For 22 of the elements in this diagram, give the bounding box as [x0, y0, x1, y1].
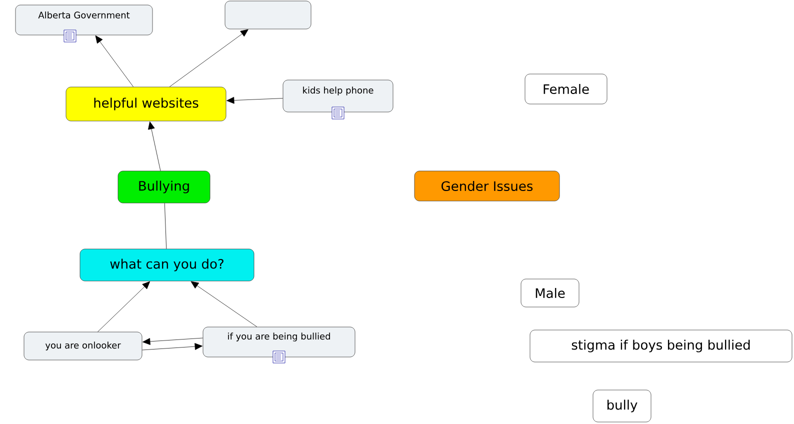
empty-box — [224, 0, 312, 30]
concept-box: if you are being bullied — [202, 326, 356, 358]
concept-box: what can you do? — [80, 248, 254, 282]
arrow — [142, 338, 203, 345]
concept-box: stigma if boys being bullied — [530, 330, 792, 362]
concept-box: Male — [520, 278, 580, 308]
concept-box: Bullying — [118, 170, 210, 204]
arrow — [226, 96, 283, 104]
concept-box: Alberta Government — [15, 4, 153, 36]
concept-box: helpful websites — [66, 86, 226, 122]
arrow — [98, 281, 150, 332]
concept-box: you are onlooker — [24, 332, 142, 360]
concept-box: kids help phone — [282, 80, 394, 112]
arrow — [148, 122, 161, 171]
concept-box: bully — [592, 390, 652, 422]
connector-line — [164, 203, 167, 249]
concept-box: Female — [524, 74, 608, 104]
arrow — [190, 281, 258, 327]
arrow — [169, 29, 248, 87]
concept-box: Gender Issues — [414, 170, 560, 202]
arrow — [142, 343, 202, 350]
arrow — [95, 35, 134, 87]
